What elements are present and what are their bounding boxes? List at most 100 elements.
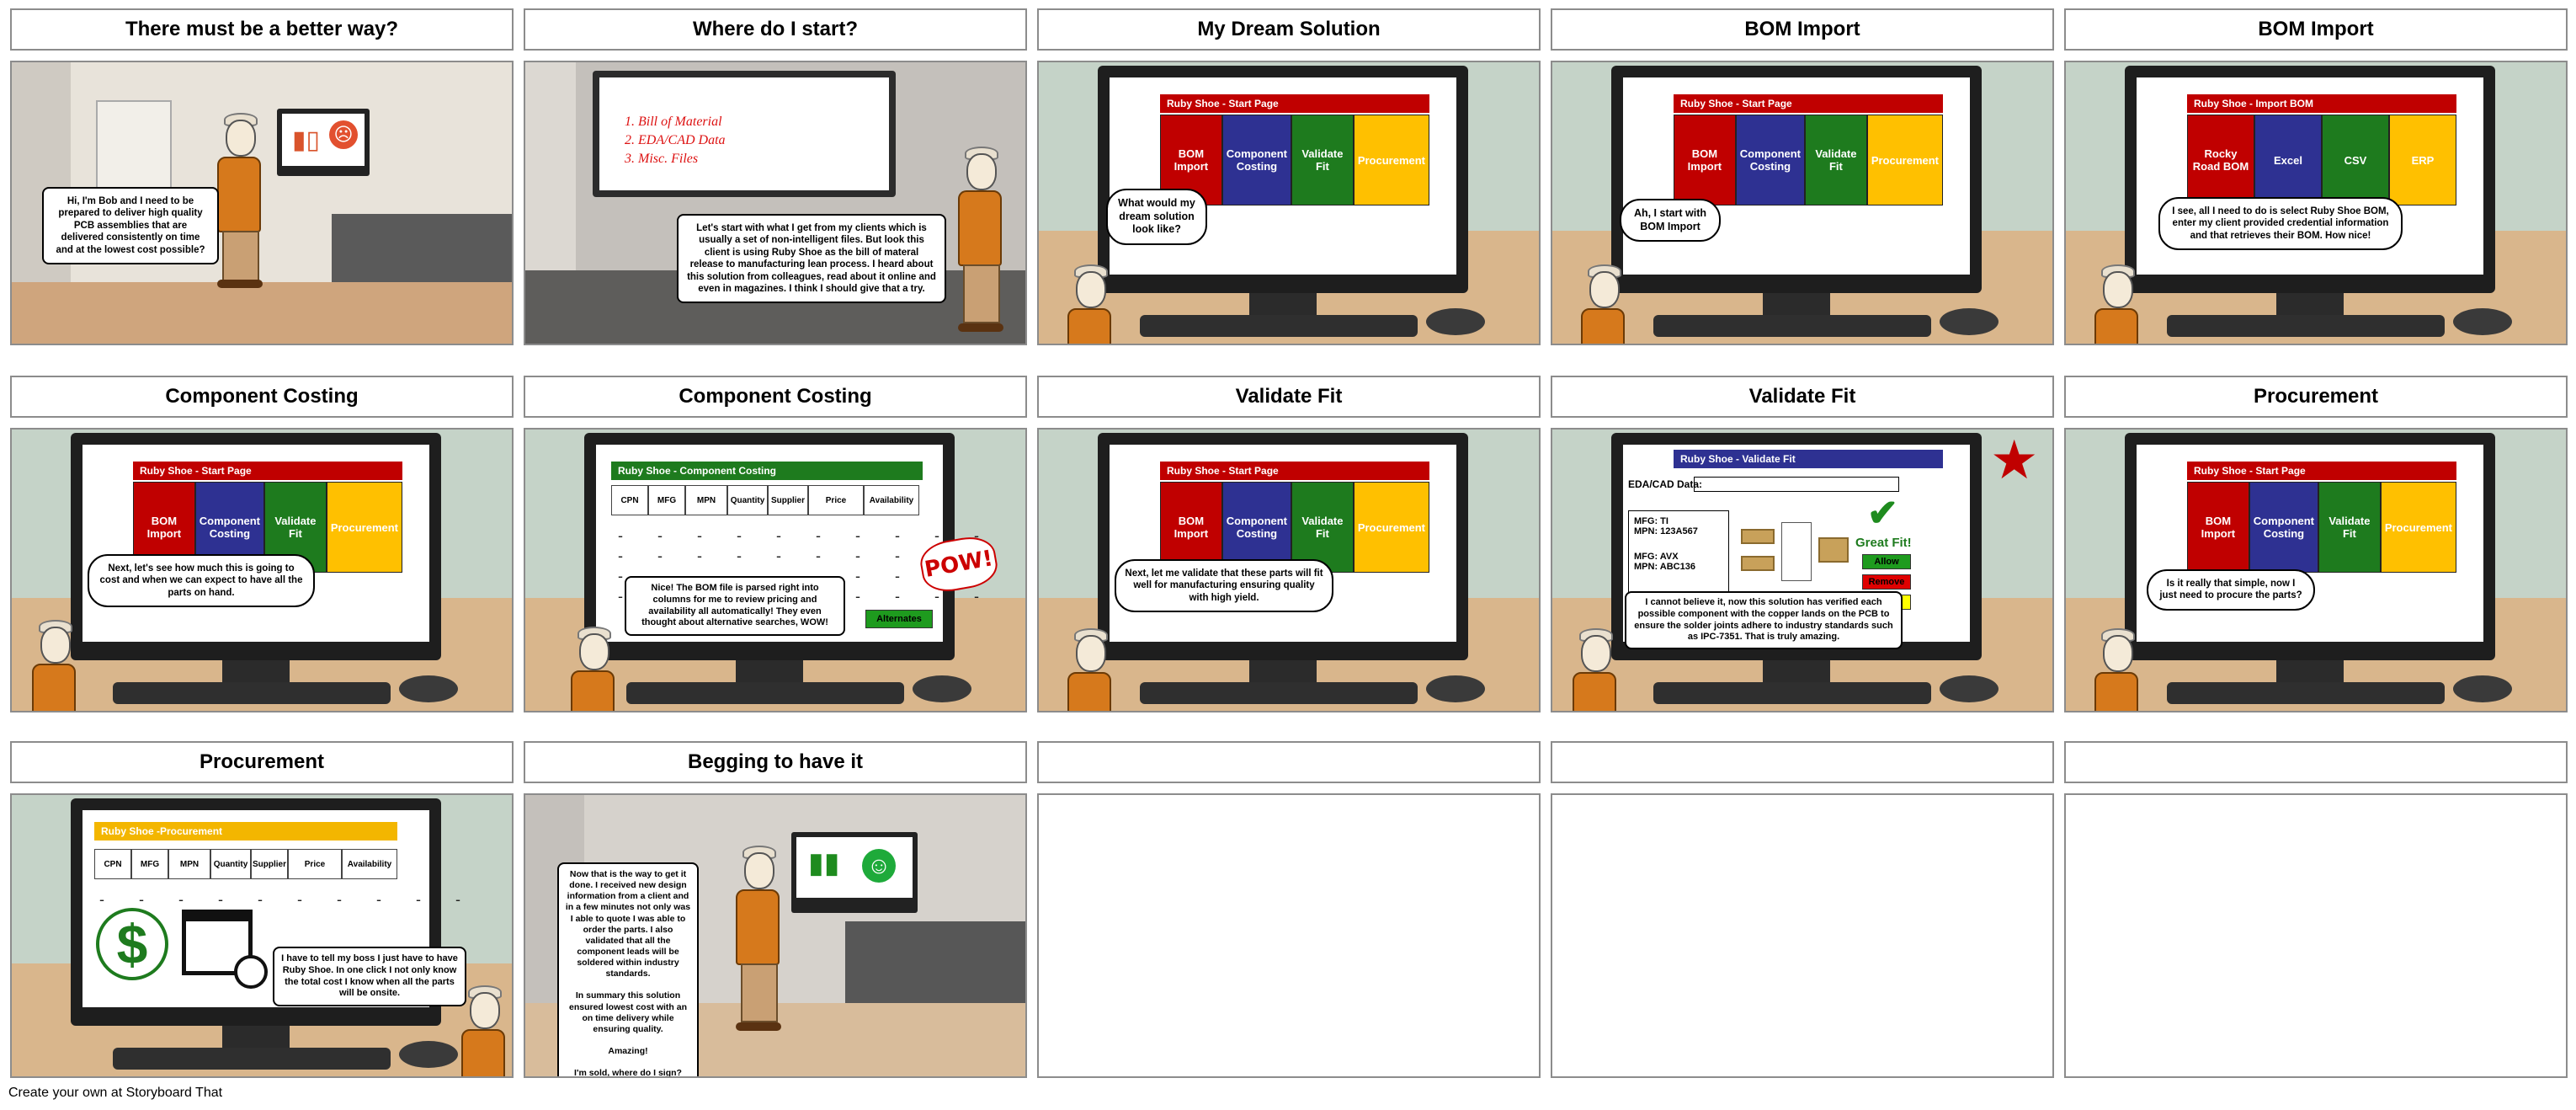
sad-face-icon: ☹ [329,120,358,149]
panel-6: Ruby Shoe - Start Page BOM Import Compon… [10,428,514,712]
component-costing-tile[interactable]: Component Costing [1221,482,1292,573]
app-header: Ruby Shoe - Start Page [2187,462,2456,480]
panel-title-11: Procurement [10,741,514,783]
column-header: Price [288,849,342,879]
procurement-tile[interactable]: Procurement [2380,482,2457,573]
great-fit-label: Great Fit! [1855,536,1912,550]
validate-fit-tile[interactable]: Validate Fit [1291,115,1354,205]
panel-1: ▮▯ ☹ Hi, I'm Bob and I need to be prepar… [10,61,514,345]
column-header: Availability [864,485,919,515]
panel-title-7: Component Costing [524,376,1027,418]
pad-icon [1818,537,1849,563]
panel-title-13 [1037,741,1541,783]
thought-bubble: Ah, I start with BOM Import [1620,199,1721,243]
procurement-table-header: CPN MFG MPN Quantity Supplier Price Avai… [94,849,406,879]
bar-chart-up-icon: ▮▮ [808,847,840,879]
validate-fit-tile[interactable]: Validate Fit [2318,482,2381,573]
panel-title-2: Where do I start? [524,8,1027,51]
panel-title-12: Begging to have it [524,741,1027,783]
excel-tile[interactable]: Excel [2254,115,2322,205]
panel-10: Ruby Shoe - Start Page BOM Import Compon… [2064,428,2568,712]
star-icon: ★ [1990,430,2039,490]
checkmark-icon: ✔ [1867,493,1898,534]
eda-input[interactable] [1694,477,1899,492]
column-header: CPN [611,485,648,515]
component-footprint [1781,522,1812,581]
panel-12: ▮▮ ☺ Now that is the way to get it done.… [524,793,1027,1078]
panel-8: Ruby Shoe - Start Page BOM Import Compon… [1037,428,1541,712]
procurement-tile[interactable]: Procurement [1866,115,1944,205]
column-header: Supplier [768,485,808,515]
panel-11: Ruby Shoe -Procurement CPN MFG MPN Quant… [10,793,514,1078]
column-header: CPN [94,849,131,879]
mpn-value: MPN: 123A567 [1634,526,1698,536]
alternates-button[interactable]: Alternates [865,610,933,628]
thought-bubble: Next, let's see how much this is going t… [88,554,315,608]
pad-icon [1741,556,1775,571]
calendar-icon [182,910,253,975]
column-header: Supplier [251,849,288,879]
speech-bubble: I have to tell my boss I just have to ha… [273,947,466,1006]
dollar-icon: $ [96,908,168,980]
bom-import-tile[interactable]: BOM Import [1160,482,1222,573]
panel-title-3: My Dream Solution [1037,8,1541,51]
panel-title-1: There must be a better way? [10,8,514,51]
panel-4: Ruby Shoe - Start Page BOM Import Compon… [1551,61,2054,345]
speech-bubble: I cannot believe it, now this solution h… [1625,591,1903,649]
happy-face-icon: ☺ [862,849,896,883]
footer-credit[interactable]: Create your own at Storyboard That [8,1086,223,1100]
panel-title-4: BOM Import [1551,8,2054,51]
panel-9: Ruby Shoe - Validate Fit EDA/CAD Data: M… [1551,428,2054,712]
whiteboard: 1. Bill of Material 2. EDA/CAD Data 3. M… [599,77,889,190]
speech-bubble: Nice! The BOM file is parsed right into … [625,576,845,636]
eda-label: EDA/CAD Data: [1628,478,1703,490]
app-header: Ruby Shoe - Import BOM [2187,94,2456,113]
list-item: 1. Bill of Material [625,115,722,129]
speech-bubble: Hi, I'm Bob and I need to be prepared to… [42,187,219,264]
panel-2: 1. Bill of Material 2. EDA/CAD Data 3. M… [524,61,1027,345]
panel-title-15 [2064,741,2568,783]
validate-fit-tile[interactable]: Validate Fit [1805,115,1867,205]
bom-import-tile[interactable]: BOM Import [2187,482,2249,573]
thought-bubble: What would my dream solution look like? [1106,189,1207,245]
csv-tile[interactable]: CSV [2322,115,2389,205]
column-header: MFG [648,485,685,515]
procurement-tile[interactable]: Procurement [1353,115,1430,205]
panel-title-8: Validate Fit [1037,376,1541,418]
component-costing-tile[interactable]: Component Costing [1735,115,1806,205]
column-header: Quantity [210,849,251,879]
bom-import-tile[interactable]: BOM Import [1674,115,1736,205]
thought-bubble: Next, let me validate that these parts w… [1115,559,1333,613]
speech-bubble: Now that is the way to get it done. I re… [557,862,699,1076]
component-costing-tile[interactable]: Component Costing [2249,482,2319,573]
pad-icon [1741,529,1775,544]
remove-button[interactable]: Remove [1862,574,1911,590]
validate-fit-tile[interactable]: Validate Fit [1291,482,1354,573]
table-rows-placeholder: - - - - - - - - - - [99,891,476,908]
mpn-value: MPN: ABC136 [1634,562,1695,572]
panel-13 [1037,793,1541,1078]
column-header: Availability [342,849,397,879]
procurement-tile[interactable]: Procurement [326,482,403,573]
app-header: Ruby Shoe - Start Page [1160,462,1429,480]
thought-bubble: I see, all I need to do is select Ruby S… [2158,197,2403,251]
speech-bubble: Let's start with what I get from my clie… [677,214,946,304]
app-header: Ruby Shoe - Start Page [1160,94,1429,113]
panel-15 [2064,793,2568,1078]
app-header: Ruby Shoe - Component Costing [611,462,923,480]
mfg-value: MFG: AVX [1634,552,1679,562]
allow-button[interactable]: Allow [1862,554,1911,569]
rocky-road-bom-tile[interactable]: Rocky Road BOM [2187,115,2254,205]
app-header: Ruby Shoe - Validate Fit [1674,450,1943,468]
thought-bubble: Is it really that simple, now I just nee… [2147,569,2315,611]
panel-title-5: BOM Import [2064,8,2568,51]
component-costing-tile[interactable]: Component Costing [1221,115,1292,205]
panel-14 [1551,793,2054,1078]
erp-tile[interactable]: ERP [2389,115,2456,205]
bar-chart-down-icon: ▮▯ [292,126,321,154]
panel-title-10: Procurement [2064,376,2568,418]
panel-7: Ruby Shoe - Component Costing CPN MFG MP… [524,428,1027,712]
panel-3: Ruby Shoe - Start Page BOM Import Compon… [1037,61,1541,345]
procurement-tile[interactable]: Procurement [1353,482,1430,573]
